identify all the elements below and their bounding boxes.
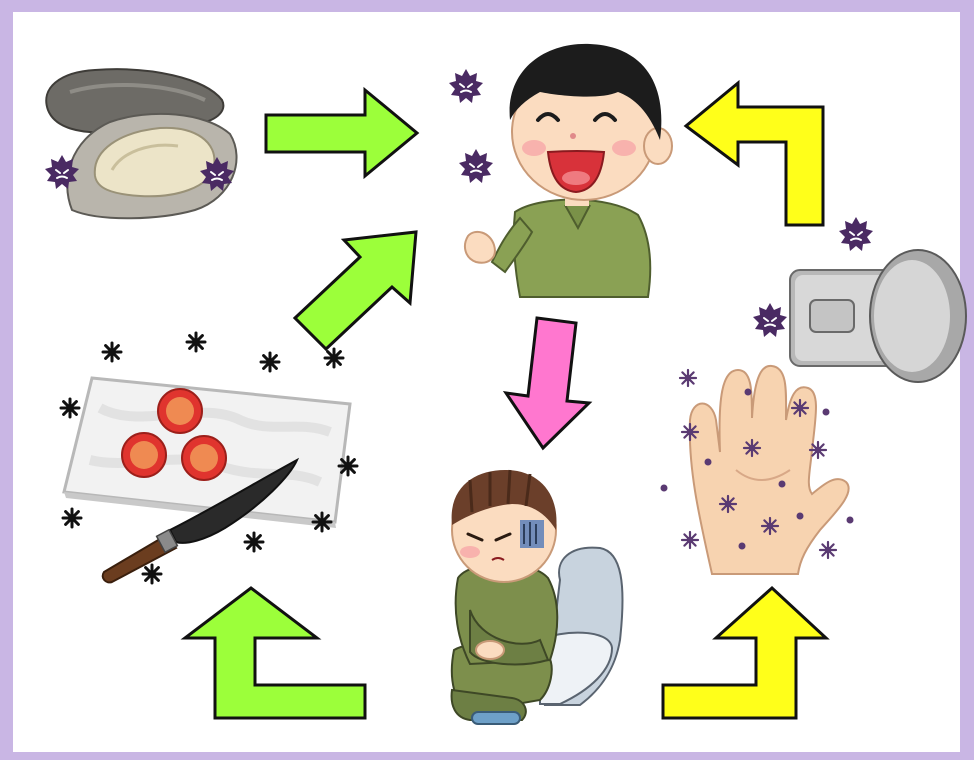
sick-boy-on-toilet-icon <box>452 470 623 724</box>
arrow-oyster-to-person <box>266 90 417 176</box>
infected-laughing-boy-icon <box>449 44 672 297</box>
arrow-cuttingboard-to-person <box>295 232 416 349</box>
arrow-toilet-to-cuttingboard <box>185 588 365 718</box>
arrow-doorknob-to-person <box>686 83 823 225</box>
doorknob-with-virus-icon <box>753 217 966 382</box>
arrow-toilet-to-hand <box>663 588 826 718</box>
oyster-with-virus-icon <box>45 69 237 218</box>
cutting-board-knife-tomato-icon <box>61 333 357 583</box>
contaminated-hand-icon <box>661 366 854 574</box>
arrow-person-to-toilet <box>506 318 589 448</box>
